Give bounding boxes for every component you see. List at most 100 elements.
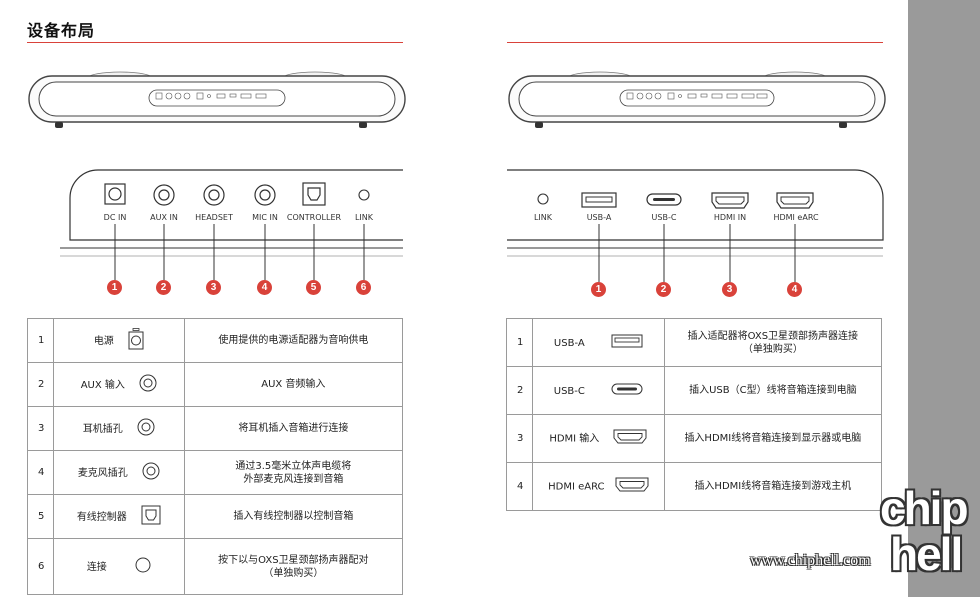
port-name: 麦克风插孔	[77, 467, 128, 479]
link-button-icon	[135, 557, 151, 577]
hdmi-in-port-icon	[711, 192, 749, 209]
aux-in-jack-icon	[153, 184, 175, 206]
port-name-cell: 电源	[52, 318, 185, 363]
description-cell: 使用提供的电源适配器为音响供电	[183, 318, 404, 363]
port-name: 电源	[93, 335, 114, 347]
port-name: AUX 输入	[80, 379, 125, 391]
usb-a-icon	[611, 334, 643, 352]
callout-badge: 4	[257, 280, 272, 295]
description-line: 插入适配器将OXS卫星颈部扬声器连接	[687, 330, 859, 342]
port-name-cell: 麦克风插孔	[52, 450, 185, 495]
port-label-usb-a: USB-A	[586, 213, 612, 222]
port-name: HDMI 输入	[549, 433, 600, 445]
left-callout-lines	[114, 224, 365, 280]
description-cell: 插入HDMI线将音箱连接到游戏主机	[663, 462, 883, 511]
port-label-hdmi-earc: HDMI eARC	[773, 213, 819, 222]
port-name: USB-A	[553, 337, 585, 349]
port-name: HDMI eARC	[548, 481, 605, 493]
row-number: 2	[27, 362, 54, 407]
port-name-cell: 耳机插孔	[52, 406, 185, 451]
callout-badge: 2	[156, 280, 171, 295]
description-line: 外部麦克风连接到音箱	[243, 473, 344, 485]
page-edge-sidebar	[908, 0, 980, 597]
callout-badge: 3	[722, 282, 737, 297]
link-button-icon	[358, 189, 370, 201]
dc-port-icon	[128, 327, 144, 354]
port-label-controller: CONTROLLER	[286, 213, 342, 222]
description-cell: 插入适配器将OXS卫星颈部扬声器连接（单独购买）	[663, 318, 883, 367]
page-title: 设备布局	[27, 21, 96, 40]
headset-jack-icon	[203, 184, 225, 206]
callout-badge: 1	[591, 282, 606, 297]
table-row: 2 AUX 输入 AUX 音频输入	[27, 362, 404, 407]
row-number: 2	[506, 366, 533, 415]
soundbar-top-view-left	[28, 71, 406, 128]
usb-a-port-icon	[581, 192, 617, 208]
port-name-cell: 连接	[52, 538, 185, 595]
description-line: 通过3.5毫米立体声电缆将	[235, 460, 352, 472]
row-number: 1	[27, 318, 54, 363]
audio-jack-icon	[139, 374, 157, 396]
port-name: 耳机插孔	[82, 423, 123, 435]
description-cell: 插入HDMI线将音箱连接到显示器或电脑	[663, 414, 883, 463]
port-name: USB-C	[553, 385, 585, 397]
port-name: 有线控制器	[76, 511, 127, 523]
right-link-button-icon	[537, 193, 549, 205]
table-row: 5 有线控制器 插入有线控制器以控制音箱	[27, 494, 404, 539]
description-cell: 插入有线控制器以控制音箱	[183, 494, 404, 539]
left-port-table: 1 电源 使用提供的电源适配器为音响供电 2 AUX 输入 AUX 音频输入 3…	[27, 318, 404, 595]
port-name-cell: USB-A	[531, 318, 665, 367]
port-name-cell: HDMI 输入	[531, 414, 665, 463]
row-number: 4	[506, 462, 533, 511]
description-line: （单独购买）	[263, 567, 324, 579]
soundbar-top-view-right	[508, 71, 886, 128]
watermark-logo-chip: chip	[880, 482, 969, 534]
port-label-hdmi-in: HDMI IN	[713, 213, 747, 222]
right-callout-lines	[598, 224, 796, 282]
description-line: AUX 音频输入	[261, 379, 326, 390]
callout-badge: 2	[656, 282, 671, 297]
description-line: 插入USB（C型）线将音箱连接到电脑	[689, 385, 857, 396]
port-label-dc-in: DC IN	[103, 213, 127, 222]
optical-port-icon	[141, 505, 161, 529]
right-port-table: 1 USB-A 插入适配器将OXS卫星颈部扬声器连接（单独购买） 2 USB-C…	[506, 318, 883, 511]
port-label-link-right: LINK	[533, 213, 553, 222]
table-row: 3 HDMI 输入 插入HDMI线将音箱连接到显示器或电脑	[506, 414, 883, 463]
port-name-cell: HDMI eARC	[531, 462, 665, 511]
port-label-mic-in: MIC IN	[252, 213, 278, 222]
right-port-panel-outline	[507, 169, 884, 257]
usb-c-icon	[611, 383, 643, 399]
description-line: 将耳机插入音箱进行连接	[238, 423, 349, 434]
description-line: 按下以与OXS卫星颈部扬声器配对	[218, 554, 369, 566]
table-row: 1 USB-A 插入适配器将OXS卫星颈部扬声器连接（单独购买）	[506, 318, 883, 367]
callout-badge: 4	[787, 282, 802, 297]
row-number: 3	[506, 414, 533, 463]
hdmi-icon	[613, 429, 647, 448]
controller-optical-port-icon	[302, 182, 326, 206]
table-row: 3 耳机插孔 将耳机插入音箱进行连接	[27, 406, 404, 451]
table-row: 4 麦克风插孔 通过3.5毫米立体声电缆将外部麦克风连接到音箱	[27, 450, 404, 495]
audio-jack-icon	[137, 418, 155, 440]
port-name-cell: USB-C	[531, 366, 665, 415]
port-label-link: LINK	[354, 213, 374, 222]
port-label-usb-c: USB-C	[651, 213, 677, 222]
port-name-cell: AUX 输入	[52, 362, 185, 407]
mic-in-jack-icon	[254, 184, 276, 206]
row-number: 1	[506, 318, 533, 367]
port-label-headset: HEADSET	[195, 213, 233, 222]
description-line: 插入HDMI线将音箱连接到游戏主机	[694, 481, 852, 492]
callout-badge: 6	[356, 280, 371, 295]
table-row: 6 连接 按下以与OXS卫星颈部扬声器配对（单独购买）	[27, 538, 404, 595]
description-line: 使用提供的电源适配器为音响供电	[218, 335, 369, 346]
row-number: 4	[27, 450, 54, 495]
description-cell: 通过3.5毫米立体声电缆将外部麦克风连接到音箱	[183, 450, 404, 495]
description-line: 插入有线控制器以控制音箱	[233, 511, 354, 522]
hdmi-icon	[615, 477, 649, 496]
port-label-aux-in: AUX IN	[150, 213, 178, 222]
title-underline-right	[507, 42, 883, 43]
port-name: 连接	[86, 561, 107, 573]
description-cell: 将耳机插入音箱进行连接	[183, 406, 404, 451]
callout-badge: 1	[107, 280, 122, 295]
description-cell: 插入USB（C型）线将音箱连接到电脑	[663, 366, 883, 415]
watermark-site-url: www.chiphell.com	[750, 552, 871, 569]
